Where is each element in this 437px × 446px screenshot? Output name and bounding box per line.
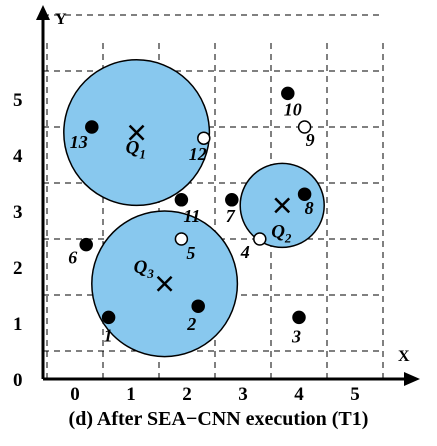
point-label: 11 (183, 206, 200, 226)
y-tick-label: 3 (13, 202, 23, 223)
data-point (281, 86, 295, 101)
point-label: 13 (70, 132, 88, 152)
query-label: Q2 (271, 221, 292, 245)
point-label: 10 (284, 99, 302, 119)
x-axis-label: X (398, 348, 410, 365)
figure-caption: (d) After SEA−CNN execution (T1) (68, 408, 369, 430)
x-tick-label: 2 (182, 384, 192, 405)
data-point (191, 299, 205, 313)
query-center-mark (128, 124, 145, 141)
x-tick-label: 3 (238, 384, 248, 405)
point-label: 4 (240, 242, 250, 262)
data-point (174, 193, 189, 207)
data-point-hollow (297, 120, 312, 134)
point-label: 9 (306, 130, 315, 150)
x-tick-label: 4 (294, 384, 304, 405)
point-label: 1 (104, 325, 113, 345)
data-point (297, 187, 312, 201)
data-point (79, 237, 93, 252)
data-point (85, 120, 99, 134)
data-point-hollow (197, 131, 211, 145)
point-label: 3 (291, 326, 301, 346)
x-tick-label: 0 (70, 384, 80, 405)
data-point-hollow (253, 232, 267, 246)
y-tick-label: 0 (13, 370, 23, 391)
point-label: 8 (305, 198, 314, 218)
y-tick-label: 1 (13, 314, 23, 335)
x-axis-arrow (404, 372, 420, 386)
point-label: 7 (226, 206, 236, 226)
point-label: 5 (186, 243, 195, 263)
x-tick-label: 5 (350, 384, 360, 405)
axes: X Y (36, 5, 420, 386)
query-center-mark (274, 197, 291, 214)
point-label: 2 (186, 314, 196, 334)
data-point (101, 310, 116, 325)
query-label: Q1 (126, 138, 146, 162)
y-tick-label: 2 (13, 258, 23, 279)
data-point-hollow (174, 232, 189, 246)
x-tick-label: 1 (126, 384, 136, 405)
y-tick-label: 5 (13, 90, 23, 111)
y-axis-label: Y (55, 11, 67, 28)
data-point (292, 310, 306, 325)
point-label: 6 (68, 248, 77, 268)
y-axis-arrow (36, 5, 50, 20)
point-label: 12 (189, 144, 207, 164)
y-tick-label: 4 (13, 146, 23, 167)
query-center-mark (156, 275, 173, 292)
data-point (225, 193, 239, 207)
query-label: Q3 (134, 257, 155, 281)
